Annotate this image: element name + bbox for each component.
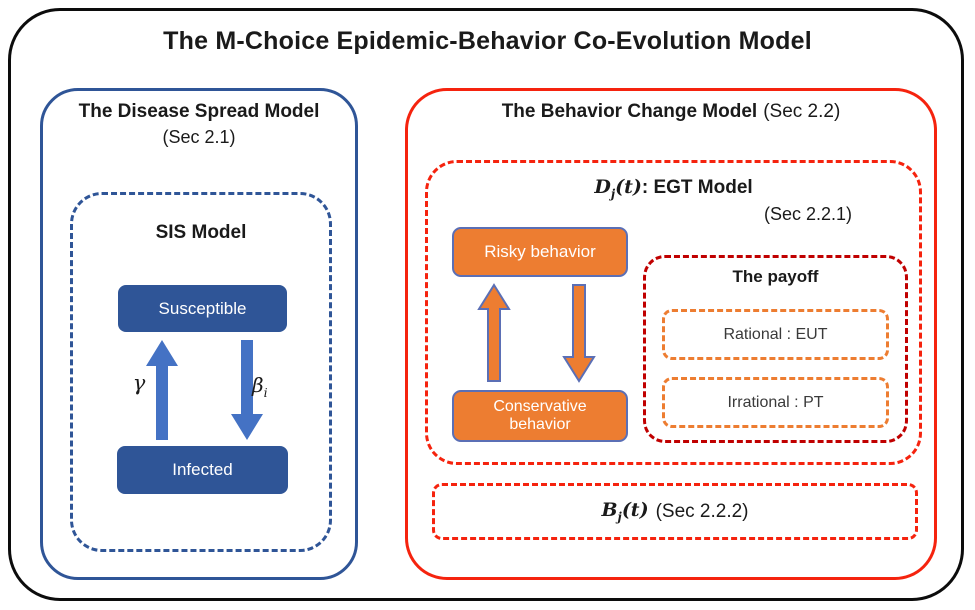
infected-state-box: Infected xyxy=(117,446,288,494)
beta-subscript: i xyxy=(263,385,268,400)
bj-section-label: (Sec 2.2.2) xyxy=(655,500,749,522)
disease-spread-panel xyxy=(40,88,358,580)
risky-behavior-box: Risky behavior xyxy=(452,227,628,277)
egt-model-box xyxy=(425,160,922,465)
adopt-risky-up-arrow xyxy=(477,283,511,382)
infection-down-arrow xyxy=(231,340,263,440)
payoff-title: The payoff xyxy=(732,267,819,286)
egt-section-label: (Sec 2.2.1) xyxy=(763,204,853,224)
sis-model-title: SIS Model xyxy=(155,222,247,243)
outer-frame xyxy=(8,8,964,601)
risky-behavior-label: Risky behavior xyxy=(484,242,596,262)
rational-eut-box: Rational : EUT xyxy=(662,309,889,360)
beta-symbol: β xyxy=(252,373,264,397)
behavior-change-title: The Behavior Change Model(Sec 2.2) xyxy=(405,101,937,123)
susceptible-state-box: Susceptible xyxy=(118,285,287,332)
bj-term: Bj(t) xyxy=(601,499,649,524)
disease-spread-section-label: (Sec 2.1) xyxy=(162,127,236,147)
dj-term: Dj(t) xyxy=(594,176,642,201)
rational-eut-label: Rational : EUT xyxy=(723,325,828,343)
conservative-label-line1: Conservative xyxy=(493,397,587,415)
recovery-rate-label: γ xyxy=(132,371,146,395)
behavior-change-panel xyxy=(405,88,937,580)
adopt-conservative-down-arrow xyxy=(562,284,596,383)
infection-rate-label: βi xyxy=(252,373,300,400)
egt-model-title: Dj(t): EGT Model xyxy=(425,176,922,201)
egt-title-rest: : EGT Model xyxy=(641,177,753,198)
infected-label: Infected xyxy=(172,460,233,479)
recovery-up-arrow xyxy=(146,340,178,440)
irrational-pt-label: Irrational : PT xyxy=(727,393,824,411)
disease-spread-title: The Disease Spread Model xyxy=(78,101,320,122)
conservative-label-line2: behavior xyxy=(509,416,571,433)
behavior-change-title-text: The Behavior Change Model xyxy=(501,101,758,122)
irrational-pt-box: Irrational : PT xyxy=(662,377,889,428)
diagram-title: The M-Choice Epidemic-Behavior Co-Evolut… xyxy=(163,27,812,55)
bj-box: Bj(t) (Sec 2.2.2) xyxy=(432,483,918,540)
sis-model-box xyxy=(70,192,332,552)
conservative-behavior-box: Conservative behavior xyxy=(452,390,628,442)
susceptible-label: Susceptible xyxy=(158,298,247,318)
behavior-change-section-label: (Sec 2.2) xyxy=(763,101,841,122)
payoff-box xyxy=(643,255,908,443)
